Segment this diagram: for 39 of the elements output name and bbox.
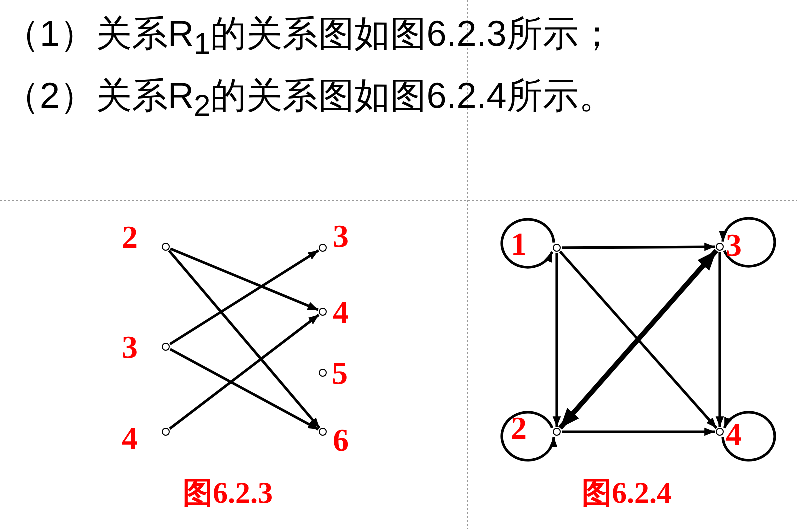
vertex-label: 4	[726, 418, 742, 450]
arrow	[168, 250, 321, 430]
vertex-label: 1	[511, 228, 527, 260]
statement-text: （1）关系R$_{1}$的关系图如图6.2.3所示；	[4, 12, 615, 64]
figure-caption: 图6.2.3	[183, 477, 273, 511]
vertex-dot	[162, 428, 170, 436]
arrow	[562, 242, 715, 252]
vertex-dot	[319, 369, 327, 377]
arrow	[552, 253, 562, 427]
vertex-dot	[162, 343, 170, 351]
vertex-label: 5	[332, 357, 348, 389]
loop-arrow	[500, 411, 558, 462]
statement-text: （2）关系R$_{2}$的关系图如图6.2.4所示。	[4, 74, 615, 126]
vertex-dot	[716, 428, 724, 436]
loop-arrow	[722, 411, 776, 462]
vertex-label: 2	[511, 412, 527, 444]
arrow	[562, 428, 715, 436]
vertex-dot	[553, 428, 561, 436]
loop-arrow	[720, 217, 776, 268]
vertex-dot	[553, 244, 561, 252]
figure-caption: 图6.2.4	[582, 477, 672, 511]
vertex-label: 3	[333, 220, 349, 252]
vertex-label: 3	[122, 331, 138, 363]
vertex-dot	[716, 243, 724, 251]
arrow	[169, 314, 320, 430]
loop-arrow	[500, 218, 556, 269]
vertex-dot	[319, 428, 327, 436]
vertex-dot	[162, 243, 170, 251]
vertex-label: 6	[333, 424, 349, 456]
vertex-label: 2	[122, 221, 138, 253]
vertex-label: 4	[122, 422, 138, 454]
vertex-label: 4	[333, 296, 349, 328]
arrow	[170, 348, 320, 431]
arrow	[170, 248, 319, 312]
arrow	[716, 252, 724, 427]
arrow	[170, 250, 320, 346]
vertex-dot	[319, 244, 327, 252]
vertex-label: 3	[726, 229, 742, 261]
vertex-dot	[319, 308, 327, 316]
